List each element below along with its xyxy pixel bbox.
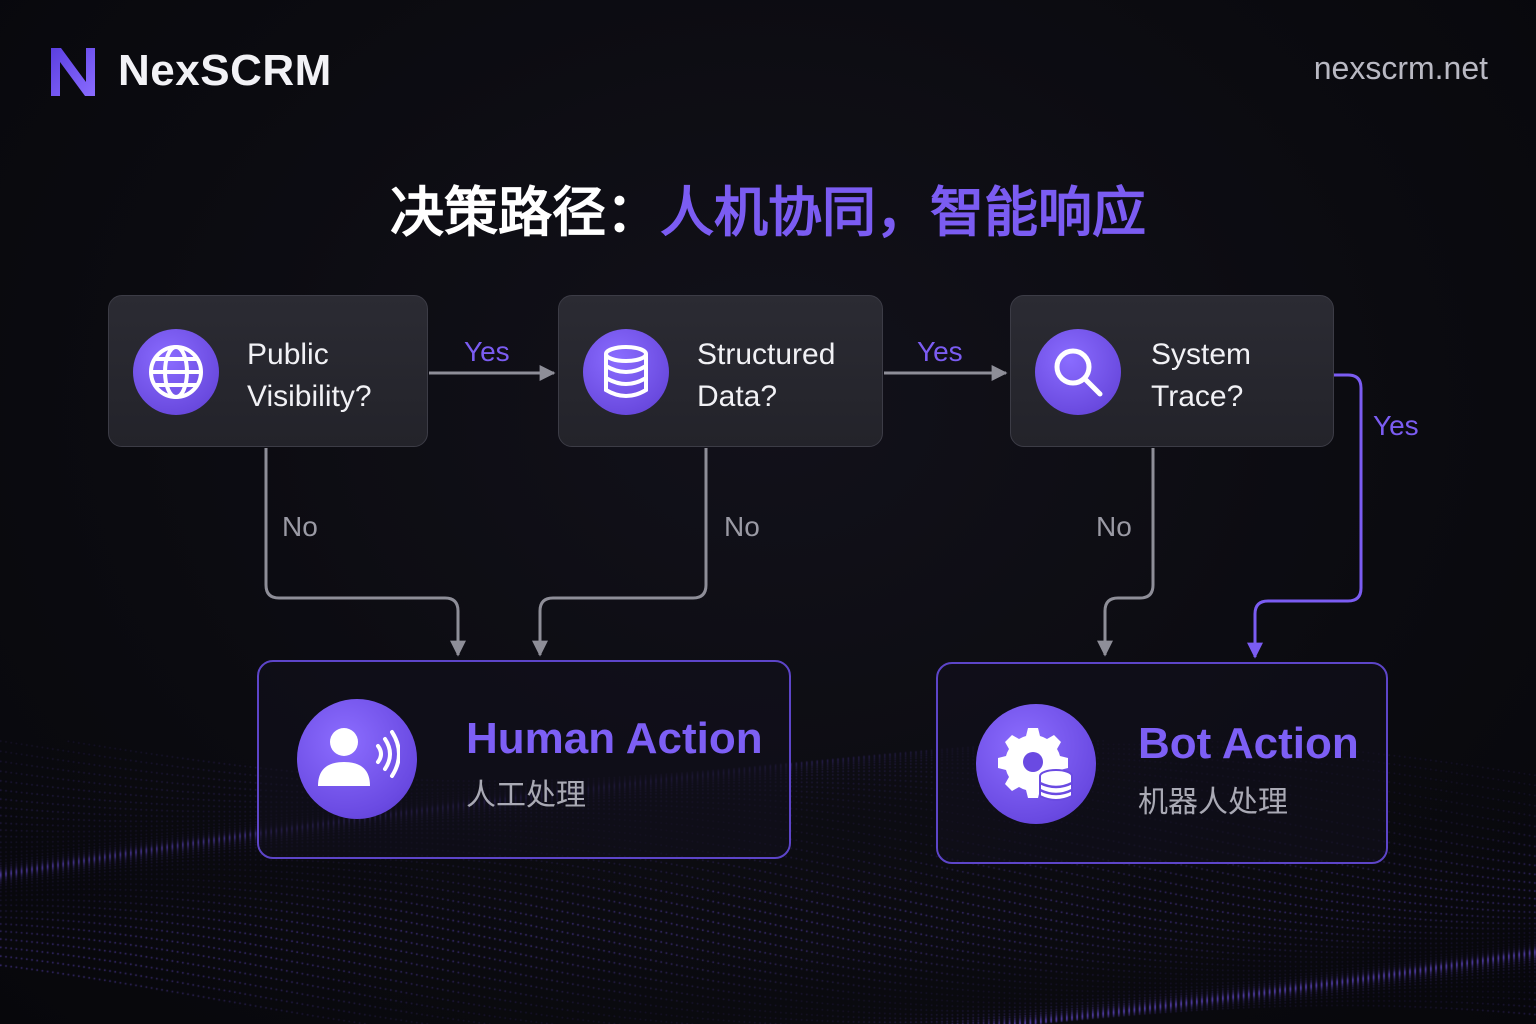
result-human-action: Human Action 人工处理	[257, 660, 791, 859]
brand-name: NexSCRM	[118, 46, 332, 95]
decision-label-line: Data?	[697, 380, 778, 413]
result-subtitle: 机器人处理	[1138, 786, 1288, 819]
edge-label-yes: Yes	[917, 336, 963, 367]
edge-no-3	[1097, 448, 1155, 657]
decision-label-line: Visibility?	[247, 380, 372, 413]
edge-no-2	[532, 448, 708, 657]
decision-label-line: Public	[247, 338, 329, 371]
decision-label: System Trace?	[1151, 334, 1251, 418]
gear-database-icon	[976, 704, 1096, 824]
edge-no-1	[264, 448, 466, 657]
edge-label-no: No	[1096, 511, 1132, 542]
globe-icon	[133, 329, 219, 415]
decision-system-trace: System Trace?	[1010, 295, 1334, 447]
search-icon	[1035, 329, 1121, 415]
decision-public-visibility: Public Visibility?	[108, 295, 428, 447]
decision-structured-data: Structured Data?	[558, 295, 883, 447]
edge-label-yes: Yes	[1373, 410, 1419, 441]
result-title: Human Action	[466, 714, 763, 763]
decision-label-line: Structured	[697, 338, 836, 371]
result-bot-action: Bot Action 机器人处理	[936, 662, 1388, 864]
site-url[interactable]: nexscrm.net	[1313, 50, 1488, 86]
edge-label-no: No	[724, 511, 760, 542]
decision-label-line: Trace?	[1151, 380, 1244, 413]
page-title: 决策路径：人机协同，智能响应	[0, 168, 1536, 247]
title-accent: 人机协同，智能响应	[660, 183, 1146, 243]
brand: NexSCRM	[46, 42, 332, 100]
edge-label-yes: Yes	[464, 336, 510, 367]
person-voice-icon	[297, 699, 417, 819]
database-icon	[583, 329, 669, 415]
decision-label: Public Visibility?	[247, 334, 372, 418]
result-title: Bot Action	[1138, 719, 1359, 768]
n-logo-icon	[51, 48, 95, 96]
title-lead: 决策路径：	[390, 183, 660, 243]
edge-label-no: No	[282, 511, 318, 542]
decision-label: Structured Data?	[697, 334, 835, 418]
result-subtitle: 人工处理	[466, 779, 586, 812]
decision-label-line: System	[1151, 338, 1252, 371]
